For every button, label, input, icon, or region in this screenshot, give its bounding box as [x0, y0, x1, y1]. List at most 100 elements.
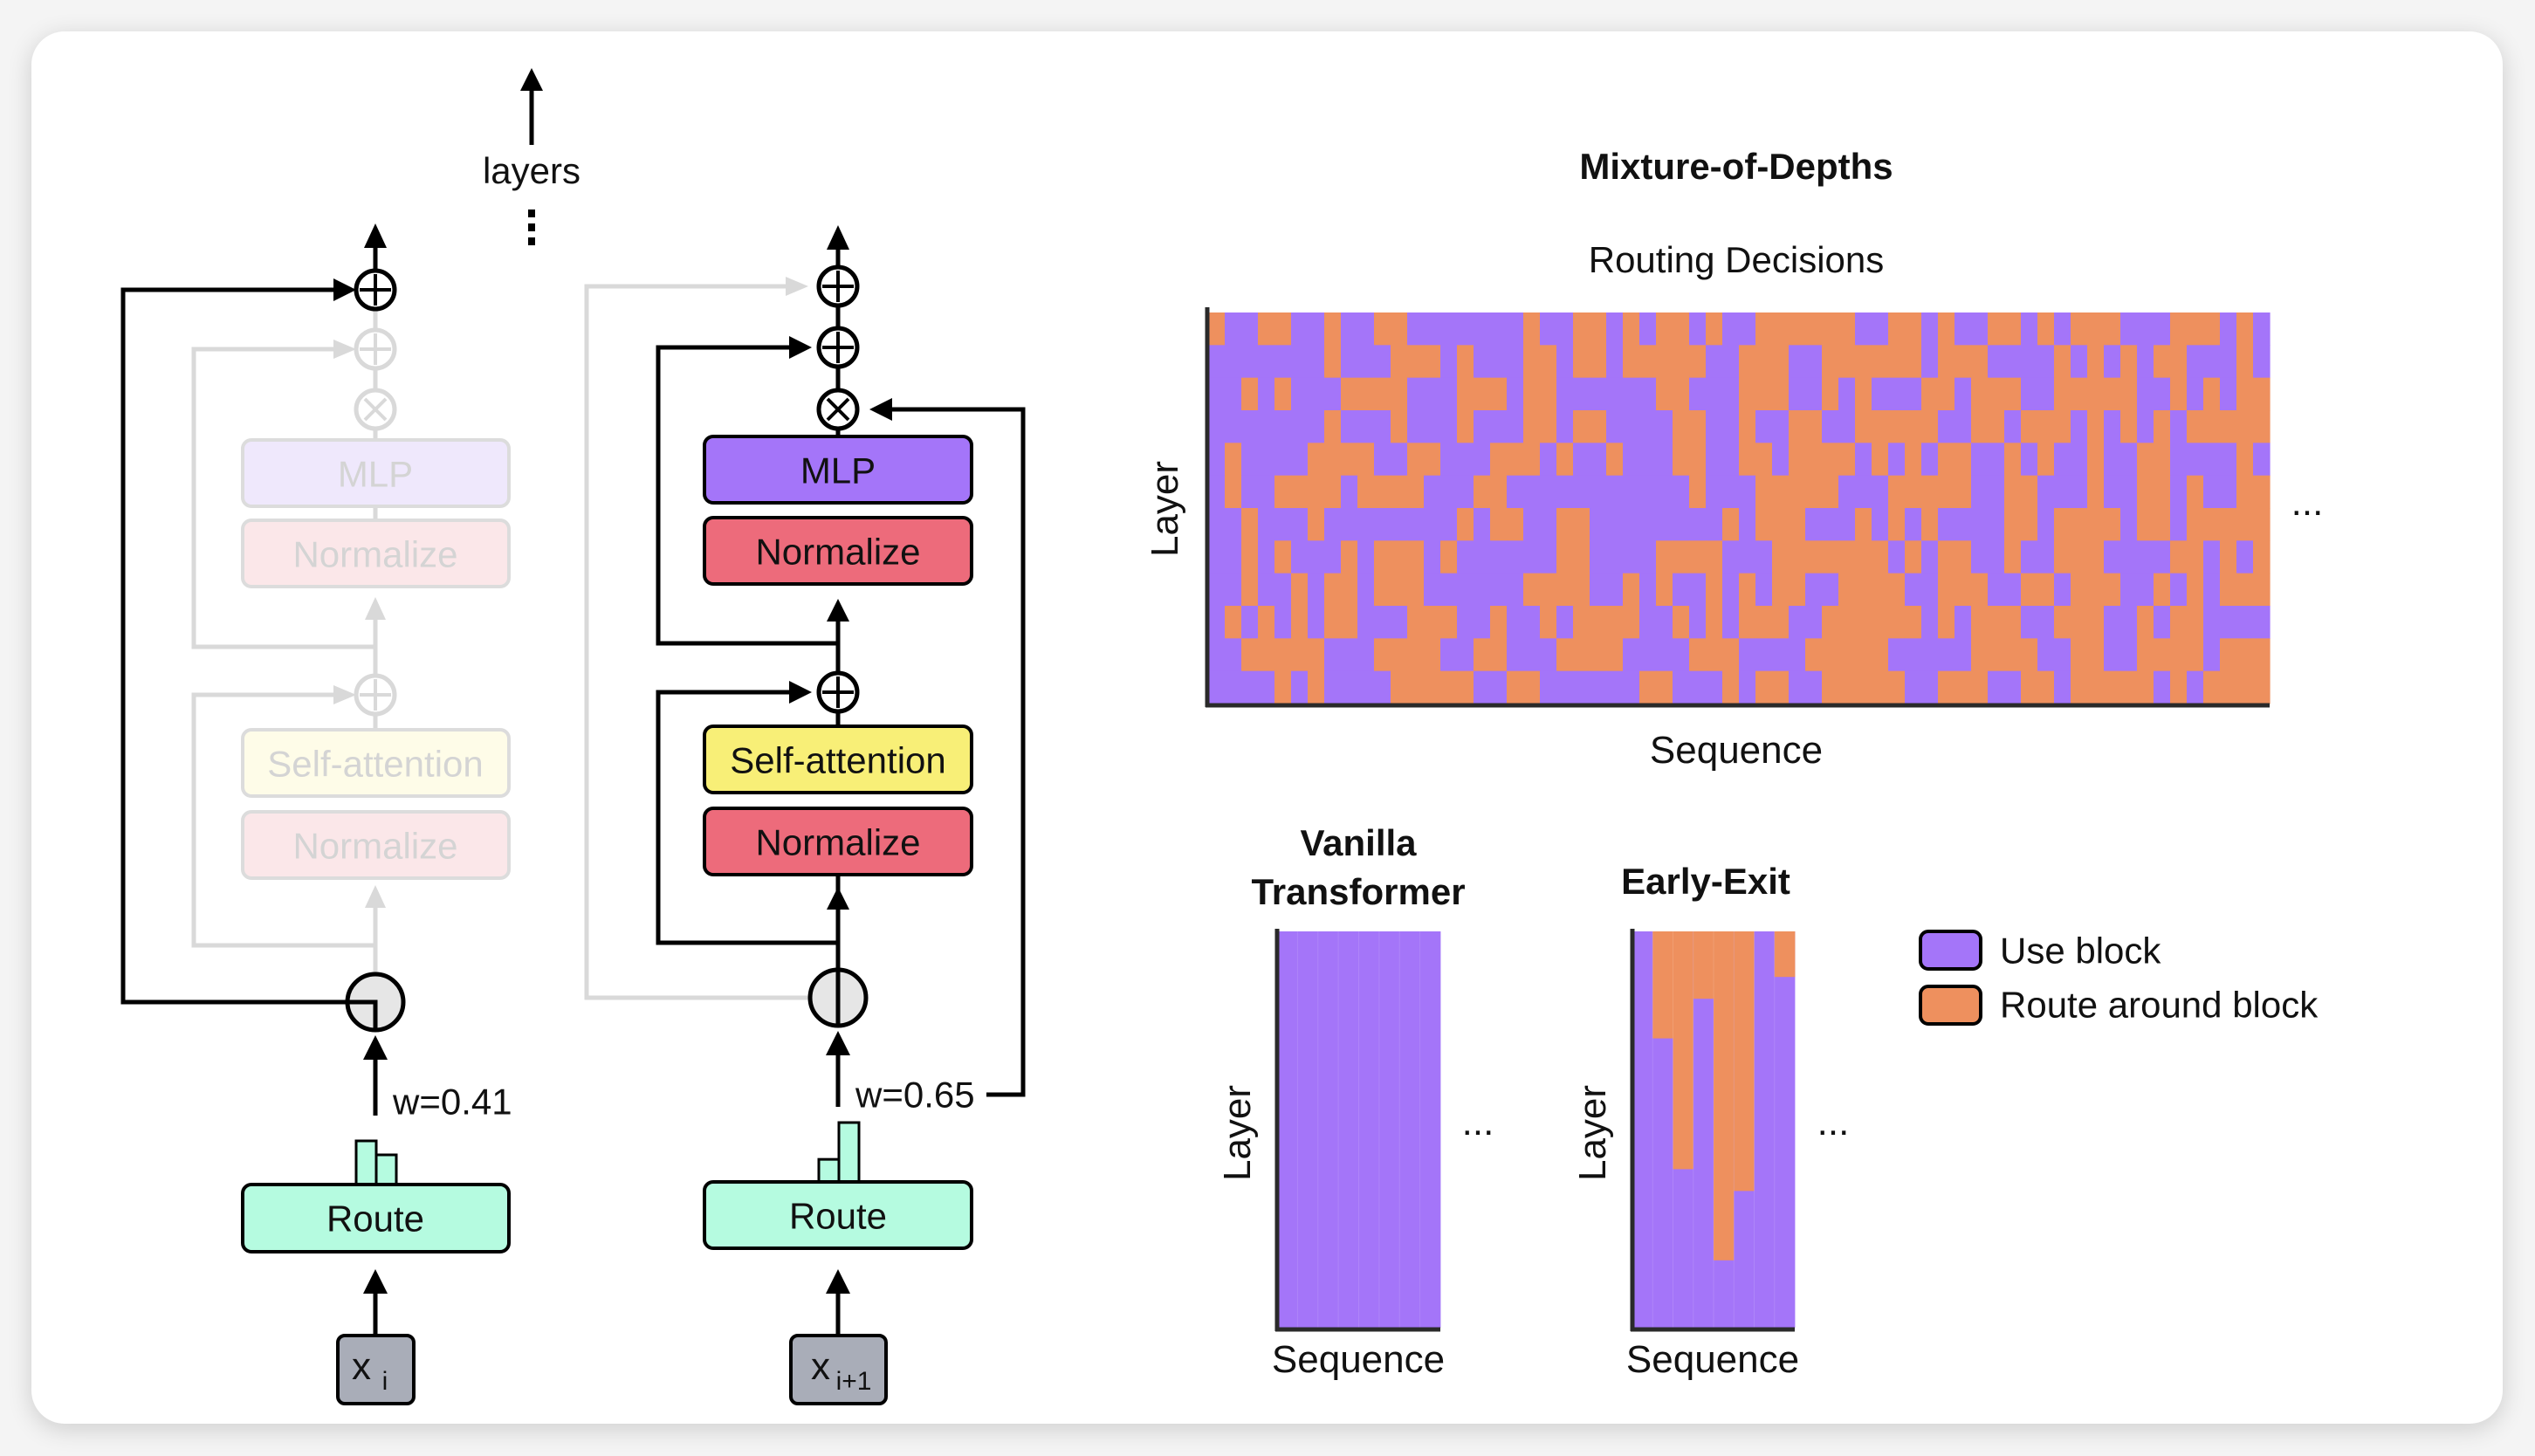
cell-use-block: [1341, 670, 1358, 704]
cell-route-around: [1838, 606, 1856, 639]
cell-use-block: [1424, 573, 1441, 607]
cell-use-block: [2037, 606, 2055, 639]
ellipsis-dot: [528, 237, 535, 245]
x-axis-label: Sequence: [1272, 1338, 1445, 1381]
cell-route-around: [1888, 345, 1906, 379]
ellipsis-dot: [528, 223, 535, 231]
cell-use-block: [1755, 410, 1773, 443]
cell-use-block: [1689, 670, 1707, 704]
cell-route-around: [1474, 638, 1491, 672]
cell-route-around: [1739, 443, 1756, 477]
cell-route-around: [1556, 638, 1574, 672]
router-gate-icon: [345, 972, 406, 1033]
cell-use-block: [2120, 540, 2138, 574]
left-block-skipped: MLP Normalize Self-attention Normalize: [120, 223, 512, 1405]
legend-item-use-block: Use block: [1919, 930, 2161, 972]
cell-use-block: [1274, 508, 1292, 541]
cell-route-around: [1523, 443, 1541, 477]
cell-route-around: [1855, 508, 1872, 541]
heatmap-cells: [1276, 931, 1441, 1328]
cell-use-block: [1573, 670, 1590, 704]
cell-route-around: [1324, 475, 1342, 509]
cell-use-block: [1523, 540, 1541, 574]
cell-use-block: [1573, 475, 1590, 509]
cell-route-around: [2071, 638, 2088, 672]
cell-use-block: [2154, 540, 2171, 574]
skip-connection-faded: [584, 284, 810, 1000]
cell-route-around: [1772, 670, 1790, 704]
cell-route-around: [2087, 540, 2105, 574]
cell-use-block: [1391, 508, 1408, 541]
cell-route-around: [2137, 475, 2154, 509]
cell-use-block: [1556, 377, 1574, 411]
cell-use-block: [2054, 573, 2071, 607]
cell-use-block: [1457, 443, 1474, 477]
cell-route-around: [1988, 312, 2005, 346]
cell-use-block: [1540, 638, 1557, 672]
column-route-around: [1734, 931, 1755, 1192]
cell-use-block: [1225, 508, 1242, 541]
cell-route-around: [1407, 345, 1425, 379]
right-block-processed: MLP Normalize Self-attention Normalize w…: [584, 225, 1026, 1405]
cell-use-block: [2187, 345, 2204, 379]
cell-route-around: [1291, 638, 1309, 672]
cell-route-around: [1274, 670, 1292, 704]
cell-route-around: [2236, 638, 2254, 672]
cell-route-around: [1556, 443, 1574, 477]
cell-route-around: [1855, 638, 1872, 672]
cell-use-block: [1606, 573, 1624, 607]
svg-text:Route around block: Route around block: [2000, 985, 2319, 1026]
cell-use-block: [1739, 508, 1756, 541]
cell-use-block: [1656, 606, 1673, 639]
cell-route-around: [1805, 540, 1823, 574]
cell-use-block: [2037, 508, 2055, 541]
cell-route-around: [2021, 573, 2038, 607]
cell-route-around: [1706, 573, 1723, 607]
cell-route-around: [1954, 540, 1972, 574]
cell-use-block: [1954, 638, 1972, 672]
cell-use-block: [1357, 410, 1375, 443]
cell-use-block: [2187, 670, 2204, 704]
y-axis-label: Layer: [1144, 461, 1186, 557]
cell-route-around: [1988, 377, 2005, 411]
cell-route-around: [1490, 606, 1508, 639]
cell-use-block: [2021, 377, 2038, 411]
cell-use-block: [1921, 312, 1939, 346]
cell-use-block: [2104, 475, 2121, 509]
cell-route-around: [1241, 540, 1259, 574]
cell-use-block: [2054, 670, 2071, 704]
cell-route-around: [1241, 573, 1259, 607]
cell-route-around: [1656, 345, 1673, 379]
cell-use-block: [1706, 508, 1723, 541]
cell-route-around: [1656, 312, 1673, 346]
cell-use-block: [1258, 508, 1275, 541]
cell-route-around: [1888, 670, 1906, 704]
cell-use-block: [1772, 443, 1790, 477]
cell-route-around: [1291, 475, 1309, 509]
cell-route-around: [2021, 410, 2038, 443]
cell-use-block: [1523, 508, 1541, 541]
cell-use-block: [1391, 606, 1408, 639]
cell-route-around: [1623, 573, 1640, 607]
cell-route-around: [2021, 638, 2038, 672]
cell-route-around: [1722, 508, 1740, 541]
cell-use-block: [1722, 377, 1740, 411]
cell-use-block: [1308, 540, 1325, 574]
cell-route-around: [1590, 312, 1607, 346]
cell-route-around: [1855, 540, 1872, 574]
cell-use-block: [1590, 377, 1607, 411]
cell-use-block: [1241, 443, 1259, 477]
cell-use-block: [1606, 312, 1624, 346]
normalize-block: Normalize: [703, 516, 973, 586]
cell-use-block: [1971, 540, 1989, 574]
cell-use-block: [1457, 606, 1474, 639]
router-histogram: [354, 1139, 398, 1186]
cell-use-block: [1457, 573, 1474, 607]
cell-use-block: [1291, 345, 1309, 379]
cell-use-block: [1540, 312, 1557, 346]
cell-route-around: [2154, 345, 2171, 379]
cell-route-around: [1457, 508, 1474, 541]
cell-route-around: [2054, 606, 2071, 639]
cell-route-around: [2137, 606, 2154, 639]
layers-label: layers: [483, 150, 581, 191]
